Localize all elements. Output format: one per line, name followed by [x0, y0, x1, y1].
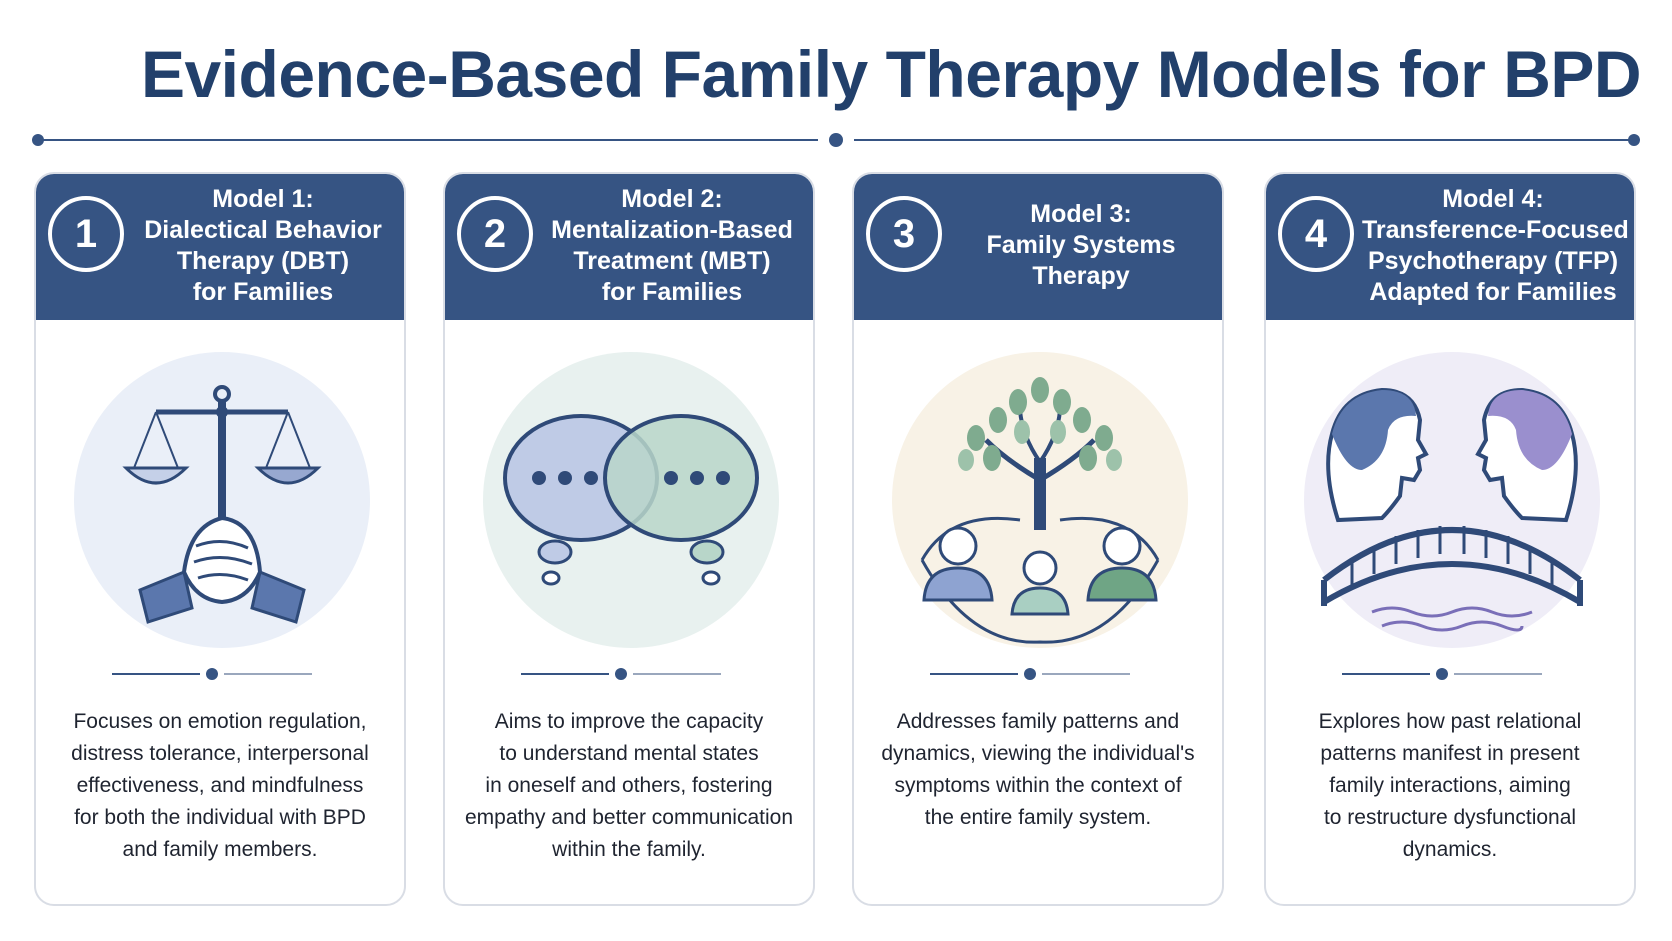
model-description: Addresses family patterns and dynamics, … — [881, 710, 1195, 829]
model-title: Model 4: Transference-Focused Psychother… — [1362, 185, 1629, 306]
model-card-2: 2 Model 2: Mentalization-Based Treatment… — [443, 172, 815, 906]
section-divider — [521, 668, 721, 680]
card-header: 4 Model 4: Transference-Focused Psychoth… — [1266, 174, 1634, 320]
title-divider — [32, 133, 1640, 147]
section-divider — [930, 668, 1130, 680]
model-number-badge: 1 — [48, 196, 124, 272]
scales-handshake-icon — [74, 352, 370, 648]
model-number-badge: 3 — [866, 196, 942, 272]
card-header: 1 Model 1: Dialectical Behavior Therapy … — [36, 174, 404, 320]
model-description: Explores how past relational patterns ma… — [1318, 710, 1582, 861]
model-title: Model 2: Mentalization-Based Treatment (… — [551, 185, 793, 306]
model-card-3: 3 Model 3: Family Systems Therapy — [852, 172, 1224, 906]
model-card-1: 1 Model 1: Dialectical Behavior Therapy … — [34, 172, 406, 906]
header-curve — [854, 310, 1222, 320]
model-number-badge: 2 — [457, 196, 533, 272]
header-curve — [1266, 310, 1634, 320]
section-divider — [1342, 668, 1542, 680]
card-header: 2 Model 2: Mentalization-Based Treatment… — [445, 174, 813, 320]
model-card-4: 4 Model 4: Transference-Focused Psychoth… — [1264, 172, 1636, 906]
family-tree-icon — [892, 352, 1188, 648]
speech-bubbles-icon — [483, 352, 779, 648]
model-title: Model 3: Family Systems Therapy — [986, 200, 1176, 290]
page-title: Evidence-Based Family Therapy Models for… — [140, 37, 1642, 111]
header-curve — [36, 310, 404, 320]
model-number-badge: 4 — [1278, 196, 1354, 272]
model-description: Focuses on emotion regulation, distress … — [71, 710, 369, 861]
header-curve — [445, 310, 813, 320]
section-divider — [112, 668, 312, 680]
bridge-faces-icon — [1304, 352, 1600, 648]
model-description: Aims to improve the capacity to understa… — [464, 710, 793, 861]
card-header: 3 Model 3: Family Systems Therapy — [854, 174, 1222, 320]
model-title: Model 1: Dialectical Behavior Therapy (D… — [144, 185, 382, 306]
